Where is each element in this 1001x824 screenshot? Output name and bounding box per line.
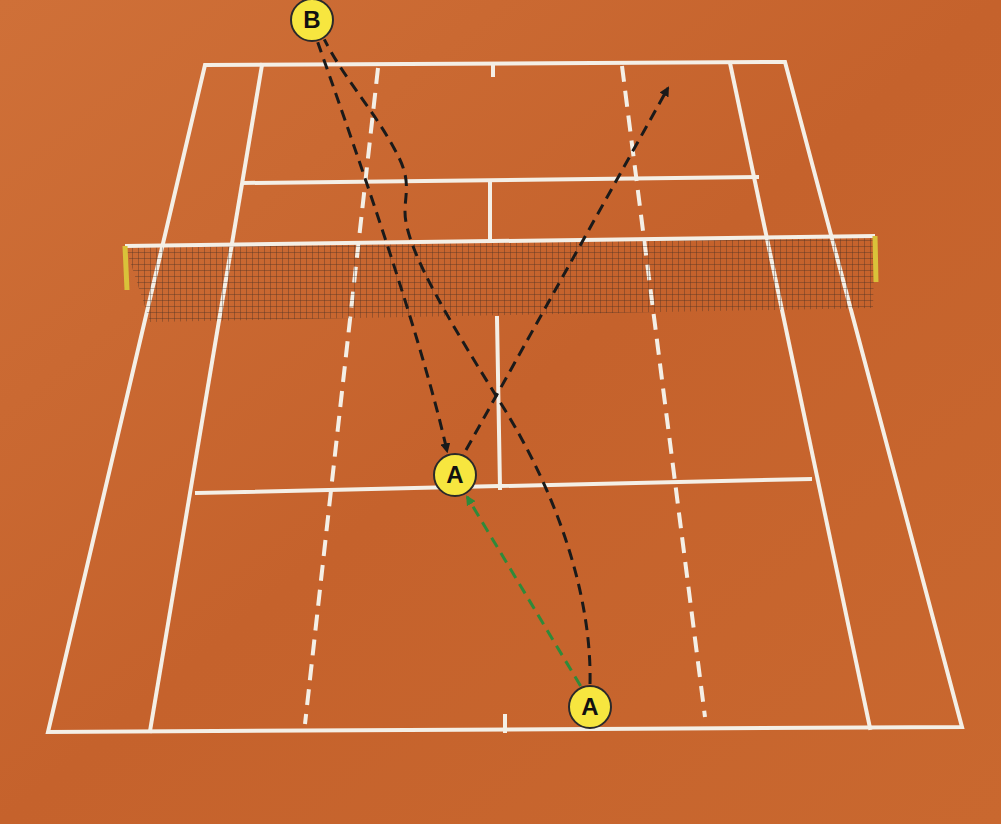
player-label: A <box>581 695 598 719</box>
tennis-net <box>125 236 875 322</box>
target-zone-lines <box>305 66 705 724</box>
movement-path <box>318 42 447 451</box>
net-post <box>875 236 876 282</box>
net-post <box>125 246 127 290</box>
movement-path <box>324 39 590 684</box>
player-marker: B <box>290 0 334 42</box>
net-band <box>125 236 875 246</box>
court-lines <box>48 62 962 732</box>
movement-path <box>467 497 580 686</box>
player-marker: A <box>568 685 612 729</box>
player-marker: A <box>433 453 477 497</box>
player-label: B <box>303 8 320 32</box>
player-label: A <box>446 463 463 487</box>
